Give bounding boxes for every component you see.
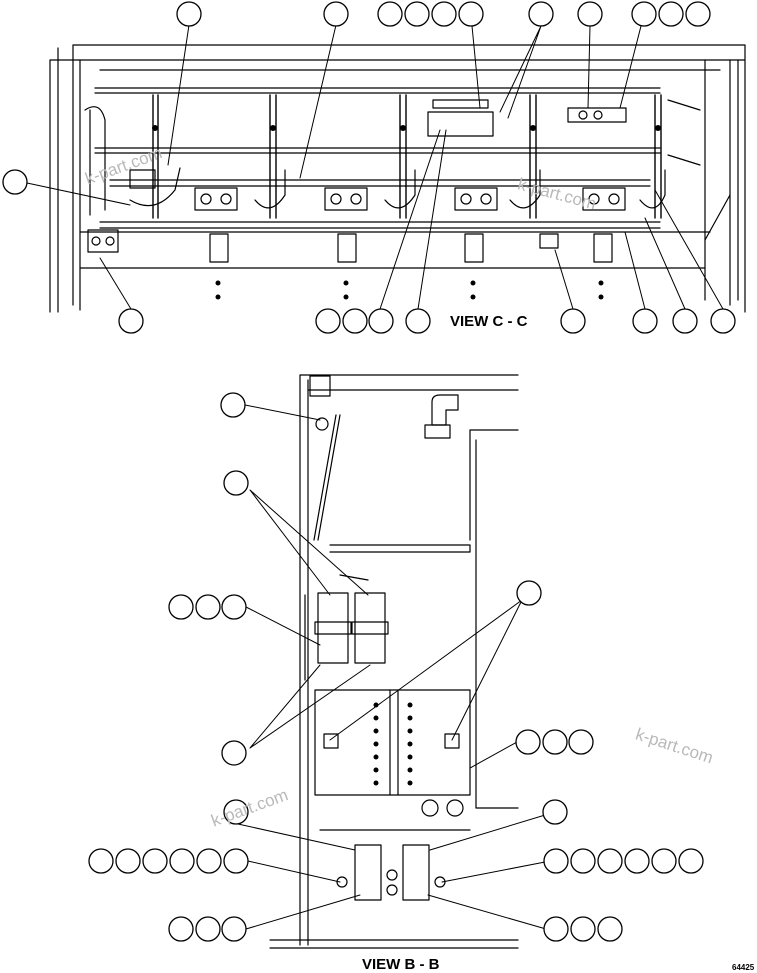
view-b-b-label: VIEW B - B [362, 956, 440, 973]
view-c-c-callouts [2, 1, 736, 334]
view-b-b-callouts [88, 392, 704, 942]
view-b-b-leaders [237, 404, 556, 930]
view-c-c-label: VIEW C - C [450, 313, 528, 330]
view-c-c-leaders [26, 24, 724, 310]
view-c-c-drawing [49, 44, 746, 313]
figure-id: 64425 [732, 963, 755, 972]
view-b-b-drawing [269, 374, 519, 949]
